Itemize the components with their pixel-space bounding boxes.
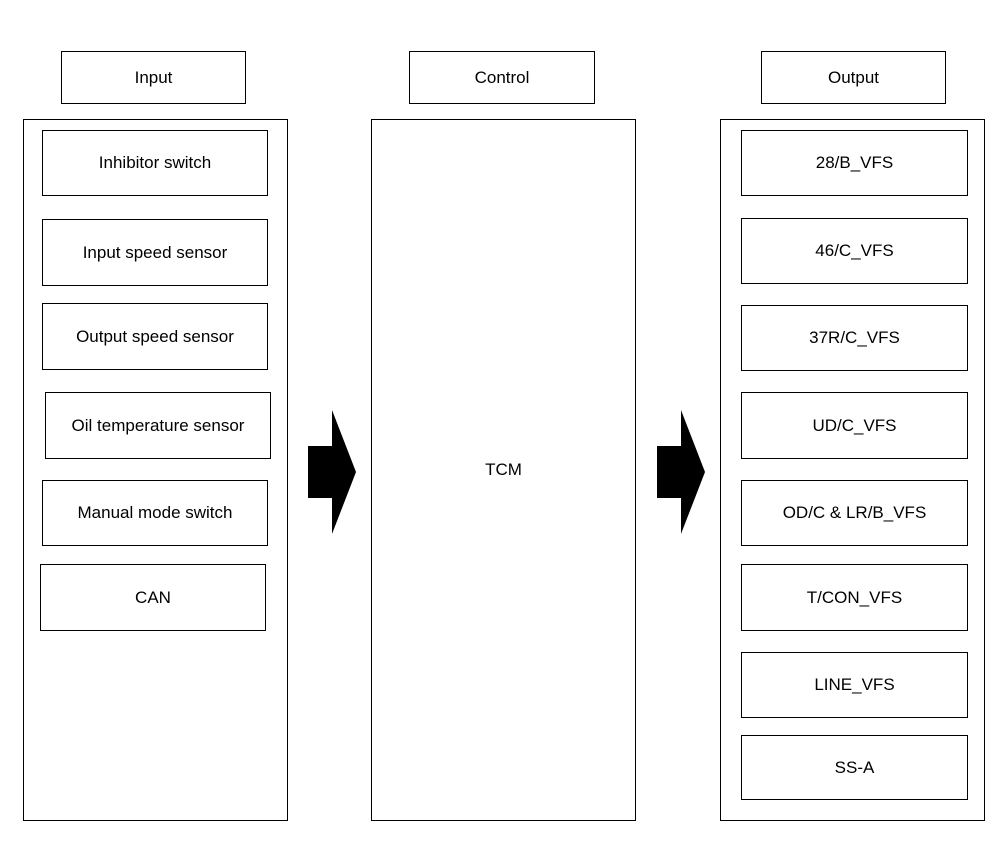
- output-item-37rc-vfs: 37R/C_VFS: [741, 305, 968, 371]
- output-item-ss-a: SS-A: [741, 735, 968, 800]
- output-header: Output: [761, 51, 946, 104]
- output-item-odc-lrb-vfs: OD/C & LR/B_VFS: [741, 480, 968, 546]
- input-item-inhibitor-switch: Inhibitor switch: [42, 130, 268, 196]
- output-item-28b-vfs: 28/B_VFS: [741, 130, 968, 196]
- input-item-oil-temperature-sensor: Oil temperature sensor: [45, 392, 271, 459]
- output-item-line-vfs: LINE_VFS: [741, 652, 968, 718]
- input-item-input-speed-sensor: Input speed sensor: [42, 219, 268, 286]
- control-panel: TCM: [371, 119, 636, 821]
- input-item-can: CAN: [40, 564, 266, 631]
- input-item-output-speed-sensor: Output speed sensor: [42, 303, 268, 370]
- arrow-input-to-control-icon: [308, 410, 356, 534]
- tcm-label: TCM: [485, 460, 522, 479]
- input-header: Input: [61, 51, 246, 104]
- control-header: Control: [409, 51, 595, 104]
- input-item-manual-mode-switch: Manual mode switch: [42, 480, 268, 546]
- output-item-tcon-vfs: T/CON_VFS: [741, 564, 968, 631]
- output-item-udc-vfs: UD/C_VFS: [741, 392, 968, 459]
- output-item-46c-vfs: 46/C_VFS: [741, 218, 968, 284]
- arrow-control-to-output-icon: [657, 410, 705, 534]
